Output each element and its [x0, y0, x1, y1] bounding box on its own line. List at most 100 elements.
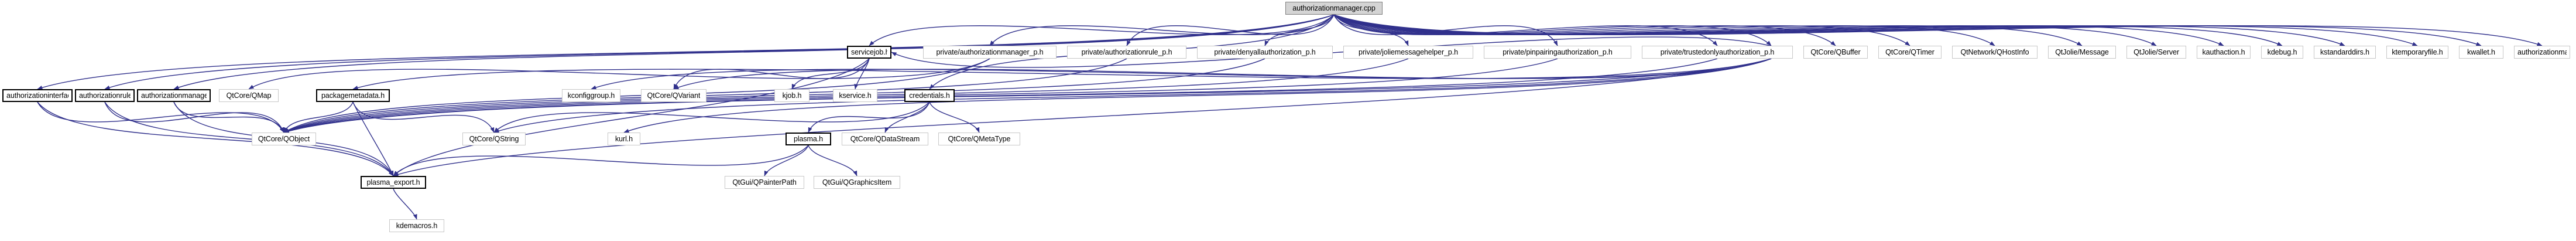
graph-node-label: QtCore/QVariant: [647, 91, 701, 100]
graph-node-label: private/authorizationrule_p.h: [1081, 48, 1172, 56]
graph-node-qobject[interactable]: QtCore/QObject: [252, 133, 316, 145]
graph-node-label: plasma.h: [794, 135, 823, 143]
graph-edge: [1333, 14, 2224, 46]
graph-node-ktemporaryfile_h[interactable]: ktemporaryfile.h: [2386, 46, 2448, 59]
graph-edge: [1333, 14, 1995, 46]
graph-node-kdebug_h[interactable]: kdebug.h: [2261, 46, 2303, 59]
graph-node-label: authorizationmanager.h: [141, 91, 207, 100]
graph-node-kservice_h[interactable]: kservice.h: [833, 89, 877, 102]
graph-node-kjob_h[interactable]: kjob.h: [774, 89, 809, 102]
graph-node-servicejob_h[interactable]: servicejob.h: [847, 46, 891, 59]
graph-node-qjolie_message[interactable]: QtJolie/Message: [2048, 46, 2116, 59]
graph-node-qpainterpath[interactable]: QtGui/QPainterPath: [725, 176, 804, 189]
graph-node-label: kservice.h: [839, 91, 872, 100]
graph-node-label: packagemetadata.h: [321, 91, 385, 100]
graph-node-label: kjob.h: [782, 91, 802, 100]
graph-edge: [283, 101, 354, 133]
graph-edge: [173, 101, 284, 133]
graph-node-authrule_h[interactable]: authorizationrule.h: [75, 89, 135, 102]
graph-edge: [1333, 14, 1409, 46]
graph-node-label: private/denyallauthorization_p.h: [1214, 48, 1316, 56]
graph-node-label: QtCore/QObject: [258, 135, 310, 143]
graph-edge: [929, 101, 980, 133]
graph-node-label: plasma_export.h: [366, 178, 420, 186]
graph-node-qjolie_server[interactable]: QtJolie/Server: [2126, 46, 2186, 59]
graph-edge: [1333, 14, 2083, 46]
graph-edge: [352, 101, 495, 133]
graph-node-label: private/trustedonlyauthorization_p.h: [1660, 48, 1775, 56]
graph-edge: [1333, 14, 2283, 46]
graph-node-authmanager_h[interactable]: authorizationmanager.h: [137, 89, 211, 102]
graph-node-label: QtCore/QMap: [226, 91, 272, 100]
graph-node-label: QtCore/QString: [469, 135, 519, 143]
graph-node-label: kconfiggroup.h: [567, 91, 615, 100]
graph-edge: [884, 101, 930, 133]
graph-node-label: credentials.h: [909, 91, 950, 100]
graph-node-priv_authrule_p[interactable]: private/authorizationrule_p.h: [1067, 46, 1186, 59]
graph-node-label: QtCore/QTimer: [1885, 48, 1934, 56]
graph-node-kstandarddirs_h[interactable]: kstandarddirs.h: [2314, 46, 2376, 59]
graph-node-plasma_export_h[interactable]: plasma_export.h: [361, 176, 426, 189]
graph-node-qbuffer[interactable]: QtCore/QBuffer: [1803, 46, 1868, 59]
graph-node-label: kauthaction.h: [2202, 48, 2245, 56]
graph-node-kwallet_h[interactable]: kwallet.h: [2459, 46, 2503, 59]
graph-edge: [808, 145, 857, 176]
graph-node-plasma_h[interactable]: plasma.h: [786, 133, 831, 145]
graph-node-label: QtNetwork/QHostInfo: [1960, 48, 2029, 56]
graph-node-label: kwallet.h: [2467, 48, 2495, 56]
graph-node-qmap[interactable]: QtCore/QMap: [219, 89, 279, 102]
graph-node-authinterface_h[interactable]: authorizationinterface.h: [2, 89, 73, 102]
graph-node-label: QtCore/QMetaType: [948, 135, 1011, 143]
graph-node-qtimer[interactable]: QtCore/QTimer: [1878, 46, 1942, 59]
graph-edge: [393, 188, 417, 220]
graph-edge: [808, 101, 930, 133]
graph-node-credentials_h[interactable]: credentials.h: [904, 89, 955, 102]
graph-edge: [1126, 14, 1335, 46]
graph-node-priv_trusted_p[interactable]: private/trustedonlyauthorization_p.h: [1642, 46, 1793, 59]
graph-node-qhostinfo[interactable]: QtNetwork/QHostInfo: [1952, 46, 2038, 59]
graph-edge: [673, 58, 870, 90]
graph-node-label: authorizationrule.h: [79, 91, 131, 100]
graph-node-priv_pinpair_p[interactable]: private/pinpairingauthorization_p.h: [1484, 46, 1631, 59]
graph-node-label: kdemacros.h: [396, 222, 438, 230]
graph-node-label: QtGui/QPainterPath: [732, 178, 797, 186]
graph-edge: [283, 58, 1718, 133]
graph-edge: [854, 58, 870, 90]
graph-node-priv_authmgr_p[interactable]: private/authorizationmanager_p.h: [923, 46, 1057, 59]
graph-edge: [764, 145, 809, 176]
graph-edge: [393, 58, 870, 176]
graph-node-qmetatype[interactable]: QtCore/QMetaType: [938, 133, 1020, 145]
graph-edge: [352, 58, 1772, 90]
graph-node-label: ktemporaryfile.h: [2392, 48, 2443, 56]
graph-node-priv_denyall_p[interactable]: private/denyallauthorization_p.h: [1197, 46, 1333, 59]
graph-edge: [1333, 14, 2482, 46]
graph-node-qgraphicsitem[interactable]: QtGui/QGraphicsItem: [814, 176, 900, 189]
graph-node-kurl_h[interactable]: kurl.h: [608, 133, 640, 145]
graph-node-label: servicejob.h: [851, 48, 887, 56]
graph-node-label: QtJolie/Message: [2055, 48, 2109, 56]
graph-edge: [1333, 14, 2345, 46]
graph-node-label: kdebug.h: [2267, 48, 2297, 56]
graph-node-authmgr_moc[interactable]: authorizationmanager.moc: [2514, 46, 2570, 59]
graph-edge: [352, 101, 394, 176]
graph-node-label: private/pinpairingauthorization_p.h: [1503, 48, 1613, 56]
graph-node-root[interactable]: authorizationmanager.cpp: [1285, 2, 1383, 15]
graph-edge: [989, 14, 1335, 46]
graph-node-label: authorizationmanager.cpp: [1292, 4, 1376, 12]
graph-node-qstring[interactable]: QtCore/QString: [462, 133, 526, 145]
graph-node-packagemetadata_h[interactable]: packagemetadata.h: [316, 89, 390, 102]
graph-edge: [673, 58, 1772, 90]
graph-node-kconfiggroup_h[interactable]: kconfiggroup.h: [562, 89, 620, 102]
graph-node-qvariant[interactable]: QtCore/QVariant: [641, 89, 706, 102]
graph-edge: [37, 101, 394, 176]
graph-edge: [591, 58, 1772, 90]
graph-node-qdatastream[interactable]: QtCore/QDataStream: [842, 133, 928, 145]
graph-node-label: QtJolie/Server: [2133, 48, 2179, 56]
graph-edge: [869, 14, 1335, 46]
graph-node-kdemacros_h[interactable]: kdemacros.h: [389, 219, 444, 232]
graph-node-kauthaction_h[interactable]: kauthaction.h: [2197, 46, 2251, 59]
graph-edge: [1333, 14, 1558, 46]
graph-node-priv_joliemsg_p[interactable]: private/joliemessagehelper_p.h: [1343, 46, 1473, 59]
